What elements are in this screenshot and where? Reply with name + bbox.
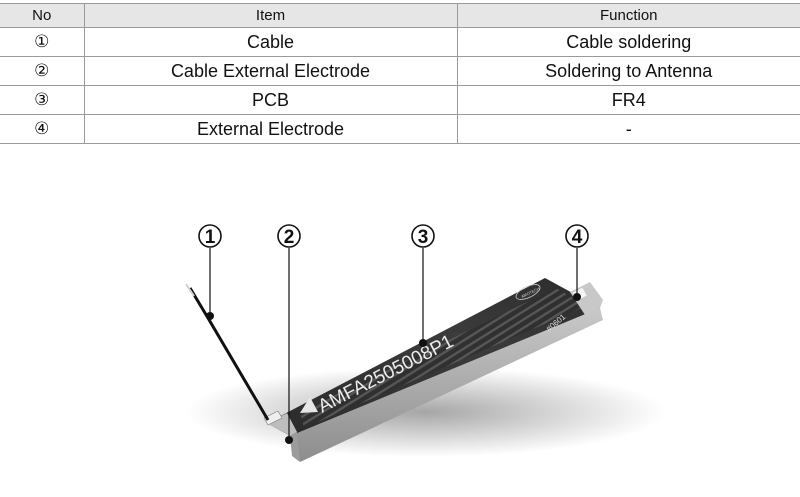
row-function: Soldering to Antenna	[456, 56, 800, 86]
row-item: External Electrode	[83, 114, 458, 144]
row-item: PCB	[83, 85, 458, 115]
orientation-triangle	[300, 397, 318, 413]
callout-3-number: 3	[418, 227, 429, 248]
table-header-row: No Item Function	[0, 3, 800, 28]
table-row: ② Cable External Electrode Soldering to …	[0, 56, 800, 86]
callout-2-number: 2	[284, 227, 295, 248]
callout-1-dot	[206, 312, 214, 320]
table-row: ③ PCB FR4	[0, 85, 800, 115]
cable-solder-pad	[263, 410, 283, 426]
callout-4-number: 4	[572, 227, 583, 248]
callout-2: 2	[277, 224, 301, 248]
callout-4-dot	[573, 293, 581, 301]
pcb-traces	[300, 288, 586, 428]
table-row: ④ External Electrode -	[0, 114, 800, 144]
row-item: Cable External Electrode	[83, 56, 458, 86]
row-function: Cable soldering	[456, 27, 800, 57]
table-row: ① Cable Cable soldering	[0, 27, 800, 57]
header-item: Item	[83, 3, 458, 28]
manufacturer-logo	[515, 284, 541, 300]
pcb-side-face	[290, 308, 603, 462]
row-item: Cable	[83, 27, 458, 57]
row-number: ④	[0, 114, 85, 144]
row-function: FR4	[456, 85, 800, 115]
row-number: ③	[0, 85, 85, 115]
header-function: Function	[456, 3, 800, 28]
spec-table: No Item Function ① Cable Cable soldering…	[0, 3, 800, 144]
row-number: ②	[0, 56, 85, 86]
callout-4: 4	[565, 224, 589, 248]
antenna-photo: AMFA2505008P1 #0601 AMOTECH 1 2 3 4	[0, 150, 800, 497]
callout-3: 3	[411, 224, 435, 248]
row-function: -	[456, 114, 800, 144]
cable-inner-wire	[185, 283, 195, 297]
callout-1: 1	[198, 224, 222, 248]
header-no: No	[0, 3, 85, 28]
callout-1-number: 1	[205, 227, 216, 248]
callout-2-dot	[285, 436, 293, 444]
callout-3-dot	[419, 339, 427, 347]
row-number: ①	[0, 27, 85, 57]
